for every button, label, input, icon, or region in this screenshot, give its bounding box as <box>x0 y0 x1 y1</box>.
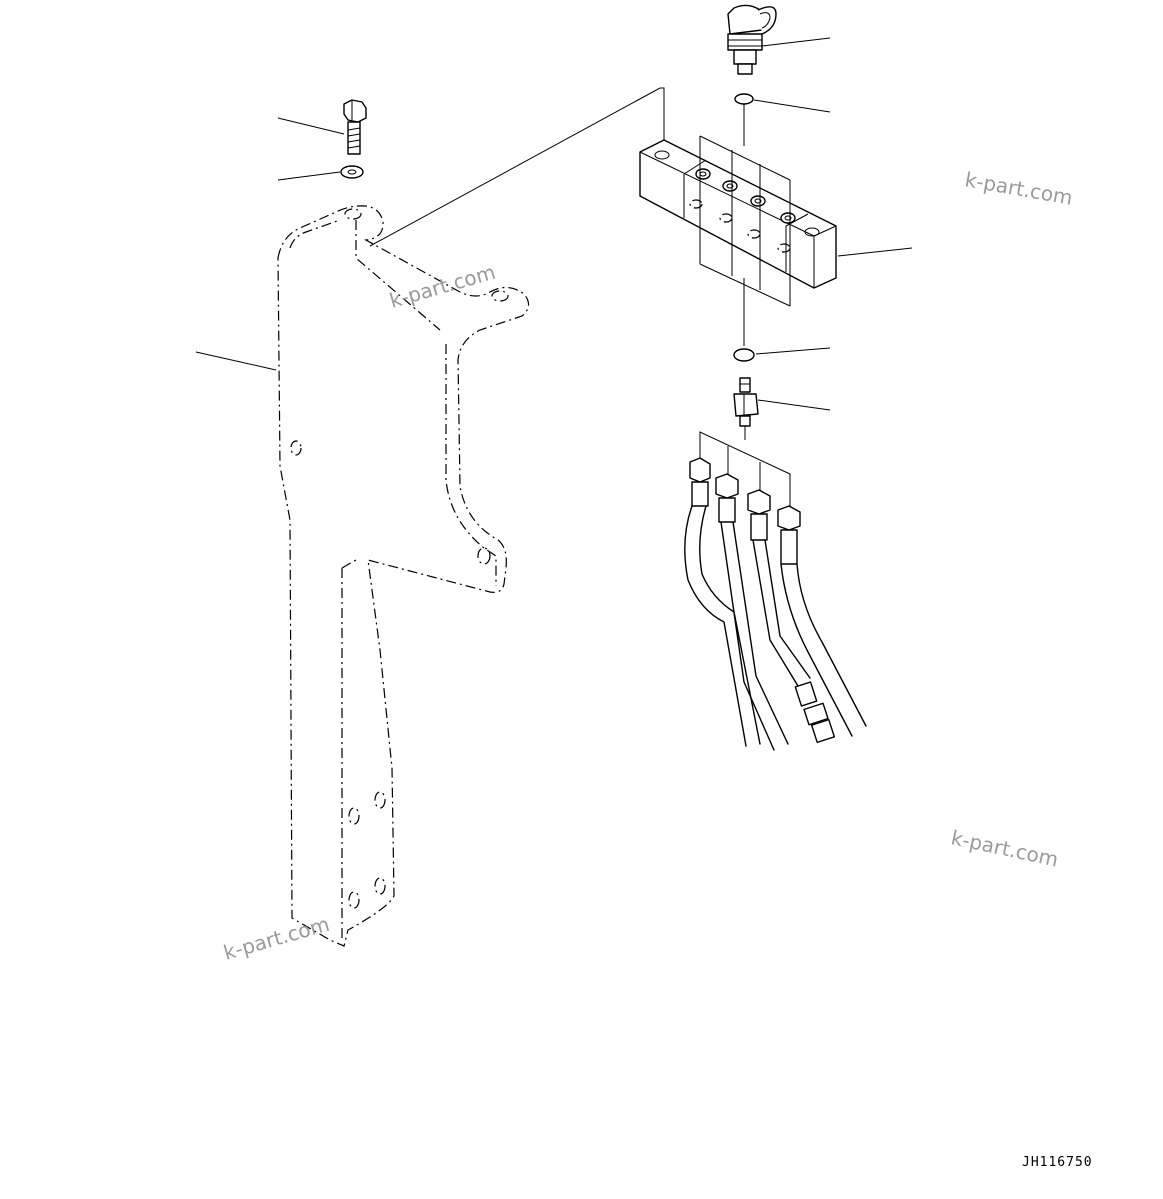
leader-o-ring-bottom <box>755 347 831 355</box>
leader-block <box>837 247 913 257</box>
leader-fitting <box>757 399 831 411</box>
hose-4 <box>777 505 867 737</box>
leader-o-ring-top <box>753 99 831 113</box>
hex-bolt <box>343 99 367 155</box>
hose-assembly <box>684 431 867 751</box>
leader-coupler <box>761 37 831 47</box>
quick-coupler <box>727 4 777 75</box>
watermark-2: k-part.com <box>963 167 1074 210</box>
mounting-bracket <box>277 205 530 947</box>
leader-block-mount <box>369 87 665 247</box>
hose-2 <box>715 473 789 751</box>
o-ring-bottom <box>733 348 755 362</box>
hose-1 <box>684 457 761 747</box>
leader-bolt <box>277 117 345 135</box>
washer <box>340 165 364 179</box>
grease-fitting <box>733 377 759 440</box>
hose-3 <box>747 489 836 744</box>
watermark-3: k-part.com <box>221 912 332 965</box>
o-ring-top <box>734 93 754 105</box>
leader-bracket <box>195 351 277 371</box>
leader-washer <box>277 171 341 181</box>
drawing-code: JH116750 <box>1022 1155 1093 1170</box>
watermark-4: k-part.com <box>949 825 1061 871</box>
manifold-block <box>639 135 837 307</box>
watermark-1: k-part.com <box>387 260 498 313</box>
